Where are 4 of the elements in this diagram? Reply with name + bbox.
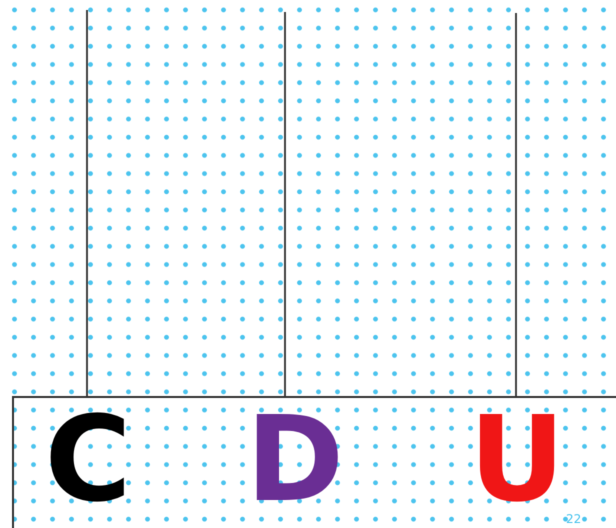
- column-heading: D: [246, 400, 344, 518]
- column-heading: C: [44, 400, 132, 518]
- column-heading: U: [469, 400, 565, 518]
- page-number: 22: [566, 513, 582, 526]
